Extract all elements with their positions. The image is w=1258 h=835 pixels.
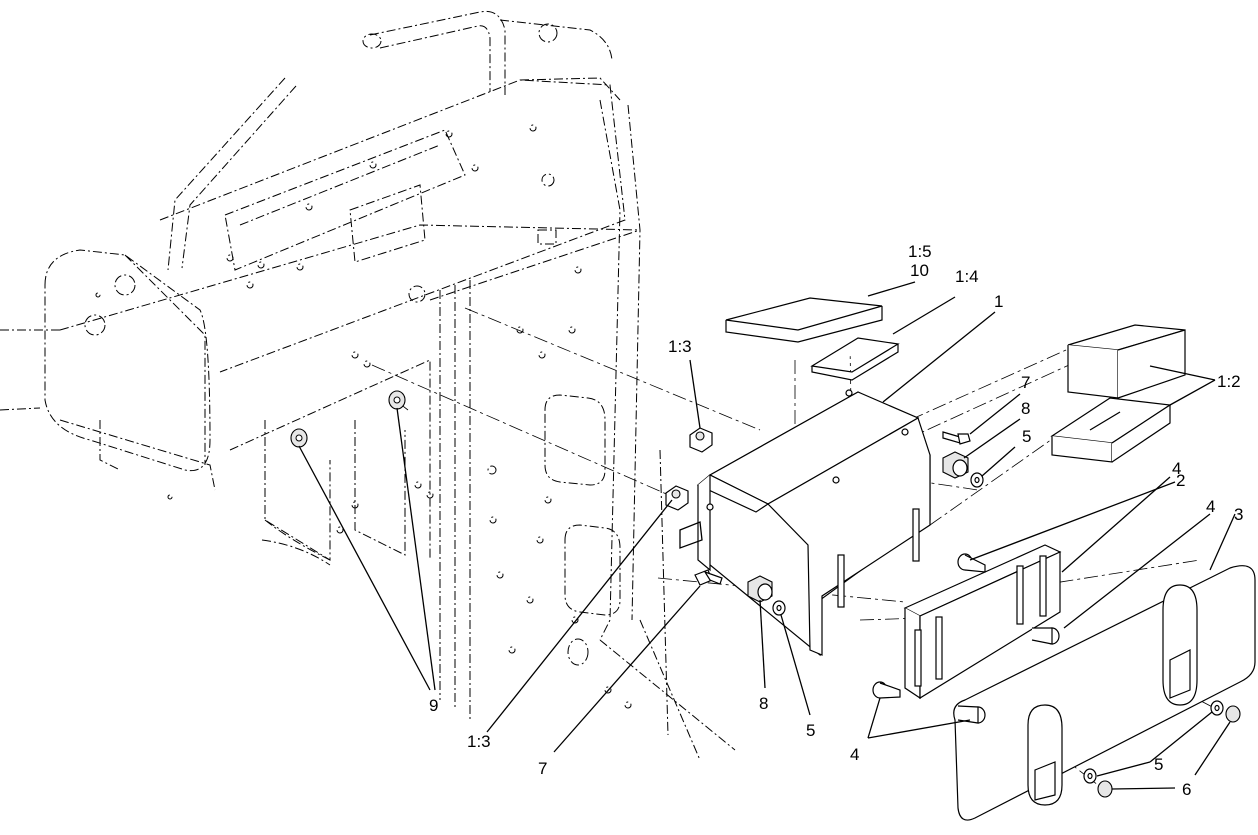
fasteners: [290, 390, 1241, 798]
machine-frame: [0, 10, 736, 761]
callout-2: 2: [1176, 471, 1185, 490]
callout-5-top: 5: [1022, 427, 1031, 446]
main-bracket: [679, 389, 931, 657]
slotted-plate: [903, 544, 1062, 700]
callout-1-5: 1:5: [908, 242, 932, 261]
callout-4-b: 4: [1206, 497, 1215, 516]
callout-5-right: 5: [1154, 755, 1163, 774]
callout-10: 10: [910, 261, 929, 280]
callout-1: 1: [994, 292, 1003, 311]
callout-7-bottom: 7: [538, 759, 547, 778]
front-cover: [953, 565, 1256, 821]
leader-lines: [298, 281, 1236, 790]
callout-1-3-bottom: 1:3: [467, 732, 491, 751]
callout-6: 6: [1182, 780, 1191, 799]
decal-1-4: [810, 337, 900, 381]
frame-holes: [95, 124, 632, 709]
callout-1-3-top: 1:3: [668, 337, 692, 356]
decal-1-5: [725, 297, 883, 343]
callout-3: 3: [1234, 505, 1243, 524]
rubber-pads: [1050, 324, 1186, 463]
callout-9: 9: [429, 696, 438, 715]
callout-8-top: 8: [1021, 399, 1030, 418]
callout-1-2: 1:2: [1217, 372, 1241, 391]
callout-4-a: 4: [1172, 459, 1181, 478]
callout-7-top: 7: [1021, 373, 1030, 392]
callout-5-mid: 5: [806, 721, 815, 740]
callout-8-bottom: 8: [759, 694, 768, 713]
callout-4-bottom: 4: [850, 745, 859, 764]
callout-labels: 1:5 10 1:4 1 1:3 1:2 7 8 5 4 2 4 3 9 1:3…: [429, 242, 1243, 799]
callout-1-4: 1:4: [955, 267, 979, 286]
